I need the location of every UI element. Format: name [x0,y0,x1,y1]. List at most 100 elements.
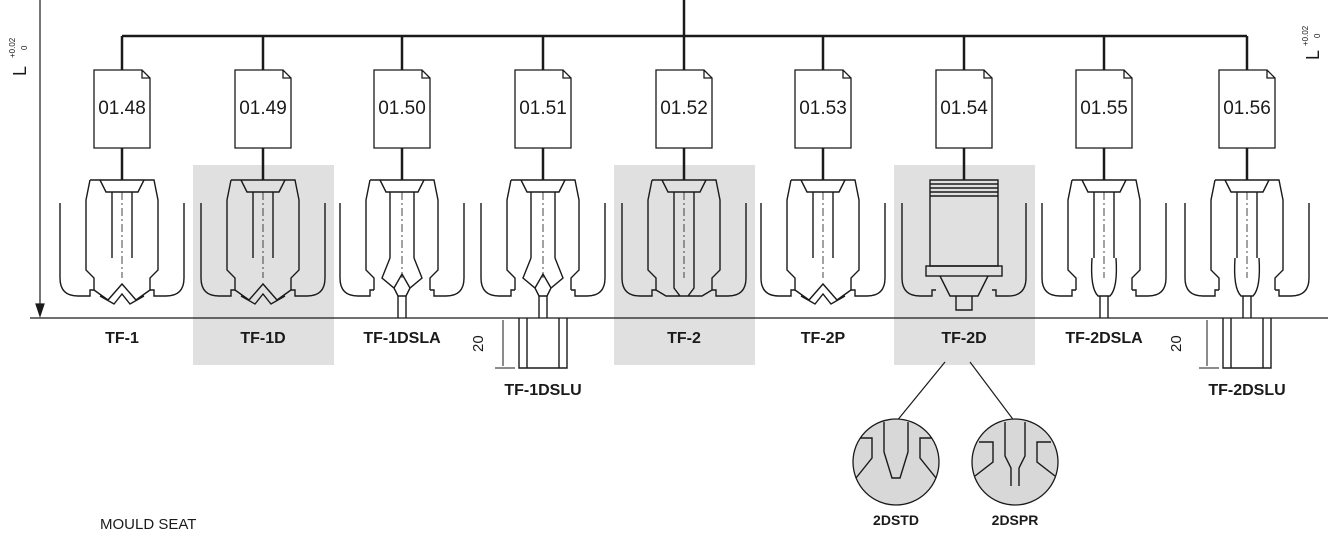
detail-circle [852,418,940,506]
tip-fingers [234,282,292,305]
seat-contour [1041,203,1167,297]
nozzle-head [99,179,145,193]
nozzle-head [520,179,566,193]
extension-block [518,318,568,369]
nozzle-bore [673,192,695,258]
tip-flower [522,257,564,297]
leader-line [895,361,946,423]
dimension-20-left: 20 [470,335,487,352]
caption: MOULD SEAT [100,516,197,533]
tip-fingers [93,282,151,305]
card-code: 01.53 [799,98,847,119]
model-label: TF-2P [800,330,846,347]
seat-contour [1184,203,1310,297]
tip-flower [381,257,423,297]
document-card [514,69,572,149]
seat-contour [480,203,606,297]
card-code: 01.50 [378,98,426,119]
nozzle-bore [812,192,834,258]
detail-view-1 [852,418,940,506]
document-card [234,69,292,149]
card-code: 01.52 [660,98,708,119]
seat-contour [59,203,185,297]
nozzle-2 [200,179,326,305]
tolerance-lower: 0 [20,45,29,50]
detail-tip [855,422,937,479]
model-label: TF-1DSLA [363,330,441,347]
model-label: TF-1D [240,330,286,347]
nozzle-head [1224,179,1270,193]
nozzle-5 [621,179,747,297]
sprue-channel [538,296,548,318]
highlight-panel [614,165,755,365]
model-label: TF-2DSLA [1065,330,1143,347]
document-card [935,69,993,149]
tolerance-symbol: L [10,65,30,76]
nozzle-bore [111,192,133,258]
tip-collar [925,265,1003,277]
tolerance-upper-right: +0.02 [1301,25,1310,46]
tolerance-symbol-right: L [1303,49,1323,60]
document-card [373,69,431,149]
highlight-panel [193,165,334,365]
nozzle-8 [1041,179,1167,318]
card-code: 01.48 [98,98,146,119]
sprue-channel [1099,296,1109,318]
card-outline [1075,69,1133,149]
nozzle-bore [252,192,274,258]
nozzle-bore [389,192,415,258]
nozzle-7 [901,179,1027,311]
dimension-20-right: 20 [1168,335,1185,352]
seat-contour [760,203,886,297]
nozzle-6 [760,179,886,305]
seat-contour [200,203,326,297]
card-code: 01.56 [1223,98,1271,119]
card-code: 01.51 [519,98,567,119]
model-label: TF-2D [941,330,987,347]
document-card [655,69,713,149]
detail-view-2 [971,418,1059,506]
card-outline [514,69,572,149]
seat-contour [621,203,747,297]
card-code: 01.55 [1080,98,1128,119]
nozzle-bore [1236,192,1258,258]
tip-point [655,258,713,297]
card-outline [655,69,713,149]
model-label: TF-1DSLU [504,382,582,399]
document-card [1075,69,1133,149]
card-outline [373,69,431,149]
tip-point [1090,257,1118,297]
nozzle-head [379,179,425,193]
nozzle-head [800,179,846,193]
detail-label: 2DSPR [991,512,1039,528]
tolerance-lower-right: 0 [1313,33,1322,38]
tip-end [939,275,989,311]
model-label: TF-1 [105,330,139,347]
detail-label: 2DSTD [873,512,919,528]
tip-fingers [794,282,852,305]
nozzle-head [1081,179,1127,193]
sprue-channel [397,296,407,318]
card-outline [1218,69,1276,149]
card-outline [794,69,852,149]
highlight-panel [894,165,1035,365]
tip-point [1233,257,1261,297]
nozzle-4 [480,179,606,369]
nozzle-bore [1093,192,1115,258]
document-card [794,69,852,149]
card-outline [234,69,292,149]
nozzle-9 [1184,179,1310,369]
seat-contour [339,203,465,297]
nozzle-1 [59,179,185,305]
document-card [93,69,151,149]
model-label: TF-2DSLU [1208,382,1286,399]
document-card [1218,69,1276,149]
seat-contour [901,203,1027,297]
tolerance-upper: +0.02 [8,37,17,58]
height-arrow [35,303,45,318]
nozzle-3 [339,179,465,318]
detail-circle [971,418,1059,506]
leader-line [969,361,1016,423]
card-outline [935,69,993,149]
